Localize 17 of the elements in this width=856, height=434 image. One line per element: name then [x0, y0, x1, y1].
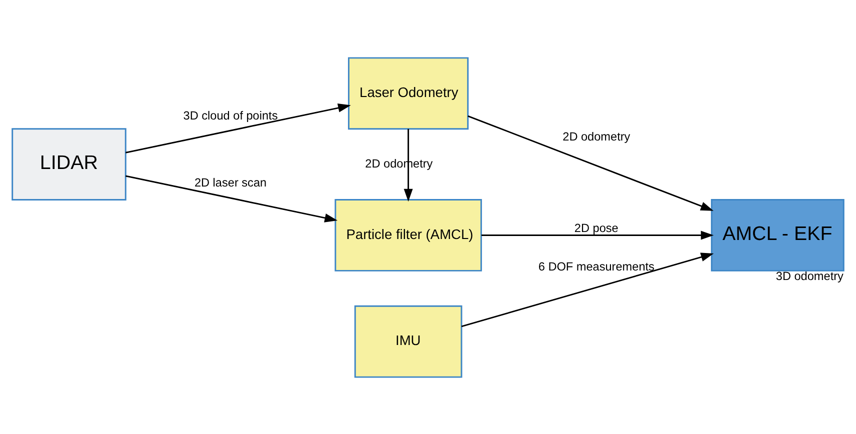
node-box: AMCL - EKF: [710, 198, 844, 271]
node-label: 3D odometry: [776, 268, 844, 283]
edge-label: 3D cloud of points: [183, 108, 278, 122]
node-box: IMU: [354, 304, 462, 378]
edge-label: 2D pose: [574, 220, 618, 234]
node-box: Particle filter (AMCL): [334, 198, 482, 271]
edge-label: 6 DOF measurements: [538, 258, 654, 273]
node-box: LIDAR: [12, 128, 126, 200]
arrow: [126, 174, 338, 222]
arrow: [481, 230, 714, 240]
arrow: [126, 103, 351, 153]
edge-label: 2D odometry: [562, 128, 630, 143]
edge-label: 2D laser scan: [194, 175, 267, 190]
node-box: Laser Odometry: [348, 56, 469, 130]
arrow: [404, 128, 413, 202]
arrow: [461, 252, 714, 327]
arrow: [468, 114, 714, 210]
